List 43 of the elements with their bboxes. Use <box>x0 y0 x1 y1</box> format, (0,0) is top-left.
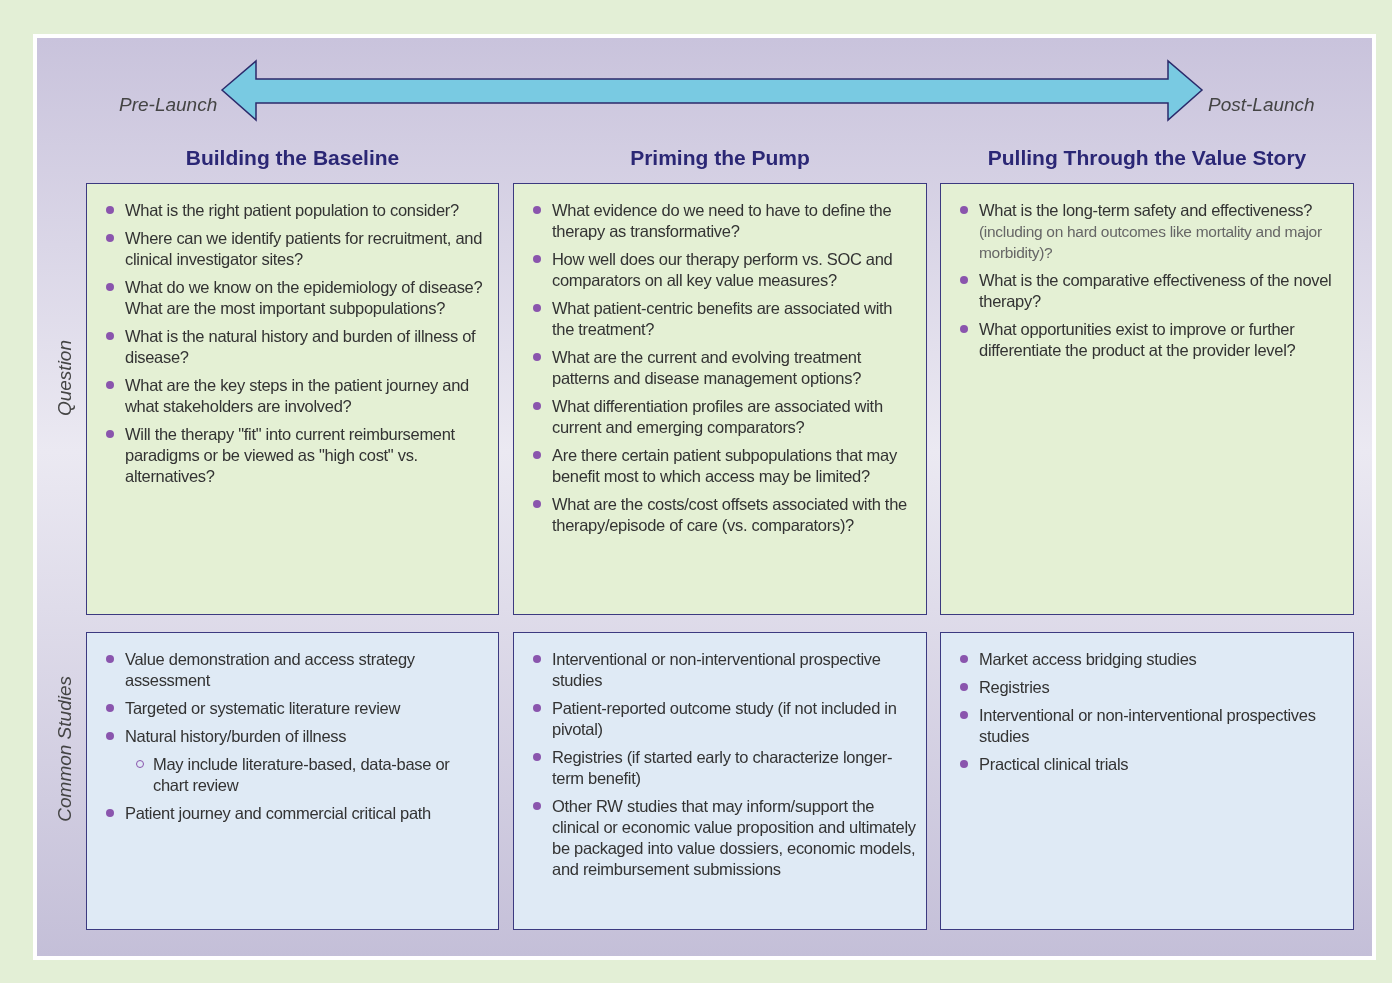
column-heading: Building the Baseline <box>184 146 401 170</box>
bullet-item: Registries (if started early to characterize longer-term benefit) <box>528 747 916 789</box>
bullet-item: What is the right patient population to consider? <box>101 200 488 221</box>
bullet-note: (including on hard outcomes like mortality and major morbidity)? <box>978 222 1323 263</box>
row-heading: Question <box>54 340 76 417</box>
bullet-item: Are there certain patient subpopulations that may benefit most to which access may be limited? <box>528 445 916 487</box>
bullet-item: What evidence do we need to have to define the therapy as transformative? <box>528 200 916 242</box>
studies-panel <box>513 632 927 930</box>
question-panel <box>86 183 499 615</box>
column-heading: Priming the Pump <box>629 146 811 170</box>
studies-panel <box>86 632 499 930</box>
bullet-item: What is the natural history and burden of illness of disease? <box>101 326 488 368</box>
bullet-item: What differentiation profiles are associated with current and emerging comparators? <box>528 396 916 438</box>
question-panel <box>940 183 1354 615</box>
bullet-item: What are the current and evolving treatment patterns and disease management options? <box>528 347 916 389</box>
row-heading: Common Studies <box>54 676 76 822</box>
bullet-item: What patient-centric benefits are associated with the treatment? <box>528 298 916 340</box>
bullet-item: What are the costs/cost offsets associated with the therapy/episode of care (vs. comparators)? <box>528 494 916 536</box>
bullet-item: Practical clinical trials <box>955 754 1343 775</box>
column-heading: Pulling Through the Value Story <box>986 146 1308 170</box>
bullet-item: What opportunities exist to improve or further differentiate the product at the provider level? <box>955 319 1343 361</box>
sub-bullet-item: May include literature-based, data-base or chart review <box>133 754 488 796</box>
studies-panel <box>940 632 1354 930</box>
bullet-item: What are the key steps in the patient journey and what stakeholders are involved? <box>101 375 488 417</box>
bullet-item: Value demonstration and access strategy assessment <box>101 649 488 691</box>
bullet-item: What is the comparative effectiveness of the novel therapy? <box>955 270 1343 312</box>
bullet-item: Market access bridging studies <box>955 649 1343 670</box>
bullet-item: Other RW studies that may inform/support the clinical or economic value proposition and ultimately be packaged into value dossiers, economic models, and reimbursement submissions <box>528 796 916 880</box>
bullet-item: How well does our therapy perform vs. SOC and comparators on all key value measures? <box>528 249 916 291</box>
bullet-item: What is the long-term safety and effectiveness? <box>955 200 1343 221</box>
bullet-item: What do we know on the epidemiology of disease? What are the most important subpopulations? <box>101 277 488 319</box>
timeline-start-label: Pre-Launch <box>119 94 218 116</box>
bullet-item: Where can we identify patients for recruitment, and clinical investigator sites? <box>101 228 488 270</box>
bullet-item: Natural history/burden of illness <box>101 726 488 747</box>
bullet-item: Will the therapy "fit" into current reimbursement paradigms or be viewed as "high cost" vs. alternatives? <box>101 424 488 487</box>
bullet-item: Registries <box>955 677 1343 698</box>
bullet-item: Targeted or systematic literature review <box>101 698 488 719</box>
bullet-item: Interventional or non-interventional prospective studies <box>528 649 916 691</box>
timeline-end-label: Post-Launch <box>1208 94 1315 116</box>
question-panel <box>513 183 927 615</box>
bullet-item: Patient-reported outcome study (if not included in pivotal) <box>528 698 916 740</box>
bullet-item: Interventional or non-interventional prospectives studies <box>955 705 1343 747</box>
bullet-item: Patient journey and commercial critical path <box>101 803 488 824</box>
